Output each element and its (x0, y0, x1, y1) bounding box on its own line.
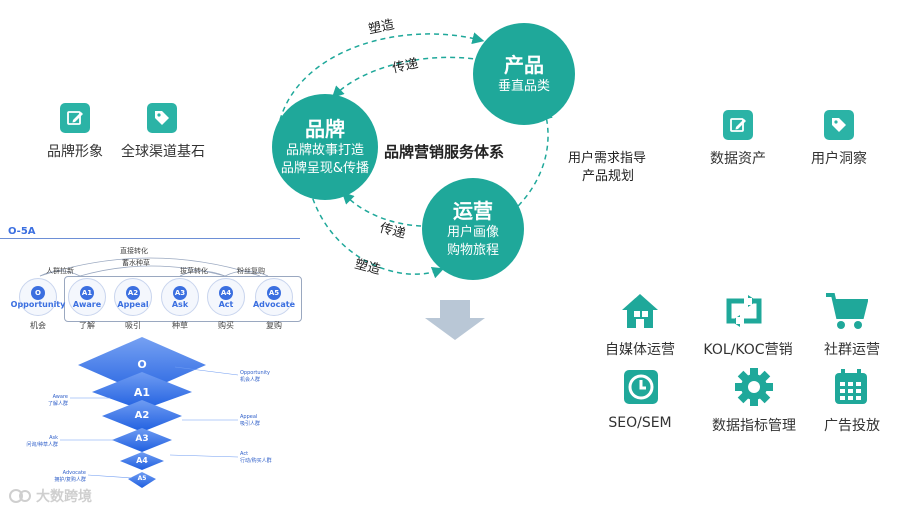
data-asset-label: 数据资产 (710, 151, 766, 167)
operation-line-2: 购物旅程 (446, 243, 499, 258)
calendar-icon (835, 369, 867, 404)
watermark-logo-icon (9, 489, 31, 503)
product-plan-label: 产品规划 (582, 169, 635, 184)
o5a-top-repurchase: 粉丝复购 (237, 267, 265, 275)
funnel-layer-a2: A2 (134, 410, 150, 421)
down-arrow (425, 300, 485, 340)
gear-icon (735, 368, 773, 406)
user-demand-label: 用户需求指导 (568, 151, 647, 166)
o5a-stage-frame (64, 276, 302, 322)
funnel-layer-o: O (137, 358, 147, 371)
clock-icon (624, 370, 658, 404)
self-media-label: 自媒体运营 (605, 342, 675, 358)
funnel-layer-a5: A5 (137, 475, 147, 482)
tag-icon (147, 103, 177, 133)
operation-title: 运营 (453, 199, 493, 223)
center-title: 品牌营销服务体系 (384, 143, 505, 161)
brand-image-label: 品牌形象 (47, 144, 103, 160)
o5a-divider (0, 238, 300, 239)
data-metrics-label: 数据指标管理 (712, 418, 796, 434)
refresh-icon (726, 295, 762, 327)
operation-circle: 运营 用户画像 购物旅程 (422, 178, 524, 280)
o5a-top-convert: 拔草转化 (180, 267, 208, 275)
watermark-text: 大数跨境 (36, 489, 92, 505)
funnel-layer-a4: A4 (136, 456, 148, 465)
o5a-top-direct: 直接转化 (120, 247, 148, 255)
global-channel-label: 全球渠道基石 (121, 144, 205, 160)
o5a-title: O-5A (8, 226, 36, 237)
funnel (60, 337, 239, 488)
o5a-top-seed: 蓄水种草 (122, 259, 150, 267)
operation-line-1: 用户画像 (446, 225, 499, 240)
cart-icon (826, 293, 868, 329)
edit-icon (723, 110, 753, 140)
community-label: 社群运营 (824, 342, 880, 358)
tag-icon (824, 110, 854, 140)
kol-label: KOL/KOC营销 (703, 342, 793, 358)
seo-label: SEO/SEM (608, 415, 672, 431)
product-line-1: 垂直品类 (497, 79, 550, 94)
brand-line-2: 品牌呈现&传播 (280, 161, 370, 176)
funnel-layer-a1: A1 (133, 386, 151, 399)
brand-line-1: 品牌故事打造 (285, 143, 364, 158)
home-icon (622, 294, 658, 328)
funnel-layer-a3: A3 (135, 434, 149, 444)
product-circle: 产品 垂直品类 (473, 23, 575, 125)
o5a-top-acquire: 人群拉新 (46, 267, 74, 275)
brand-circle: 品牌 品牌故事打造 品牌呈现&传播 (272, 94, 378, 200)
brand-title: 品牌 (305, 117, 345, 141)
edit-icon (60, 103, 90, 133)
product-title: 产品 (504, 53, 544, 77)
user-insight-label: 用户洞察 (811, 151, 867, 167)
ads-label: 广告投放 (824, 418, 880, 434)
o5a-arcs (39, 257, 269, 277)
watermark: 大数跨境 (8, 486, 92, 506)
